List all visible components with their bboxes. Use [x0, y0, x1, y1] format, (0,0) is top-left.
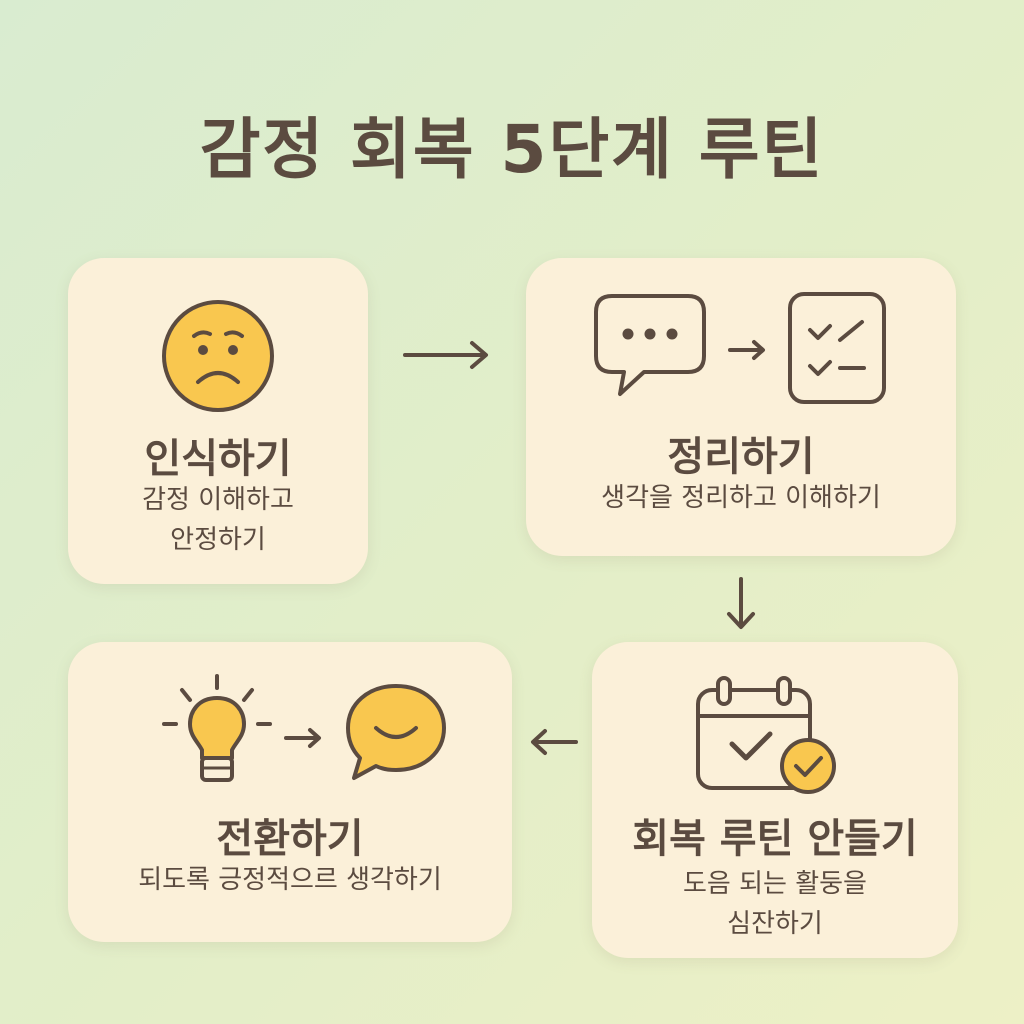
calendar-check-icon — [696, 676, 836, 794]
step-description-line: 안정하기 — [170, 525, 266, 555]
step-description: 생각을 정리하고 이해하기 — [526, 478, 956, 518]
smile-bubble-icon — [346, 684, 446, 780]
step-description-line: 도음 되는 활둥을 — [683, 869, 867, 899]
step-title: 인식하기 — [144, 436, 292, 482]
step-description-line: 감정 이해하고 — [142, 485, 294, 515]
step-description: 감정 이해하고 안정하기 — [68, 480, 368, 560]
arrow-right-icon — [284, 728, 321, 748]
step-description-line: 심잔하기 — [727, 909, 823, 939]
step-card-transition: 전환하기 되도록 긍정적으르 생각하기 — [68, 642, 512, 942]
step-description: 되도록 긍정적으르 생각하기 — [68, 860, 512, 900]
flow-arrow-left-icon — [531, 729, 578, 755]
flow-arrow-down-icon — [727, 577, 755, 629]
step-title: 전환하기 — [216, 816, 364, 862]
step-title: 회복 루틴 안들기 — [632, 816, 918, 862]
page-title: 감정 회복 5단계 루틴 — [199, 111, 825, 188]
sad-face-icon — [162, 300, 274, 412]
step-description-line: 되도록 긍정적으르 생각하기 — [138, 865, 442, 895]
step-title: 정리하기 — [667, 434, 815, 480]
step-card-routine: 회복 루틴 안들기 도음 되는 활둥을 심잔하기 — [592, 642, 958, 958]
arrow-right-icon — [728, 340, 765, 360]
step-card-recognize: 인식하기 감정 이해하고 안정하기 — [68, 258, 368, 584]
speech-bubble-icon — [594, 294, 706, 396]
step-description: 도음 되는 활둥을 심잔하기 — [592, 864, 958, 944]
flow-arrow-right-icon — [403, 341, 488, 369]
checklist-icon — [788, 292, 886, 404]
step-description-line: 생각을 정리하고 이해하기 — [601, 483, 881, 513]
lightbulb-icon — [162, 674, 272, 782]
step-card-organize: 정리하기 생각을 정리하고 이해하기 — [526, 258, 956, 556]
